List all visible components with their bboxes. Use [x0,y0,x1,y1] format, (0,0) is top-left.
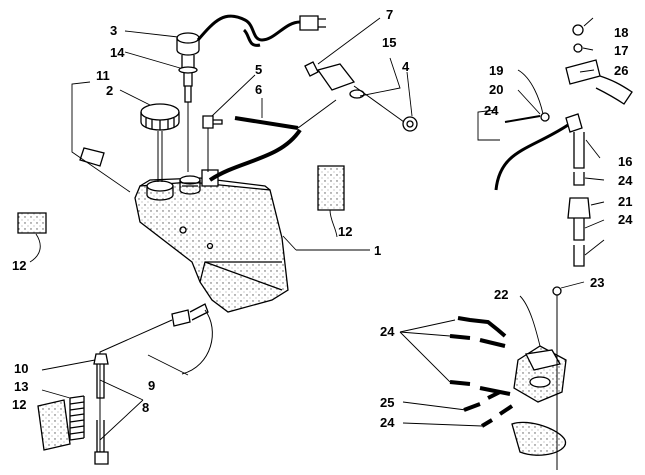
callout-14: 14 [110,45,125,60]
decal-12-left [17,212,47,234]
callout-17: 17 [614,43,629,58]
callout-5: 5 [255,62,263,77]
outlet-fitting [171,303,209,327]
callout-24-upper: 24 [484,103,499,118]
callout-8: 8 [142,400,150,415]
callout-25: 25 [380,395,395,410]
callout-24-right-1: 24 [618,173,633,188]
check-valve [304,61,418,132]
shutoff-valve [504,24,633,267]
shutoff-hose [494,123,569,191]
callout-21: 21 [618,194,633,209]
callout-20: 20 [489,82,504,97]
callout-1: 1 [374,243,382,258]
callout-18: 18 [614,25,629,40]
filler-neck [146,180,174,201]
callout-3: 3 [110,23,118,38]
callout-22: 22 [494,287,509,302]
vent-hose [208,128,302,182]
vent-tube [234,116,299,130]
threaded-neck [179,175,201,195]
callout-6: 6 [255,82,263,97]
callout-24-right-2: 24 [618,212,633,227]
pump-bracket [511,421,567,456]
callout-19: 19 [489,63,504,78]
callout-10: 10 [14,361,29,376]
callout-15: 15 [382,35,397,50]
callout-16: 16 [618,154,633,169]
callout-24-pump: 24 [380,324,395,339]
fuel-cap [140,103,180,131]
fuel-sender [176,32,200,103]
callout-7: 7 [386,7,394,22]
callout-23: 23 [590,275,605,290]
callout-12-right: 12 [338,224,353,239]
decal-12-right [317,165,345,211]
callout-24-bottom: 24 [380,415,395,430]
fuel-tank [134,177,289,313]
fuel-pump [513,345,567,403]
spring [69,395,85,441]
leader-lines [29,17,605,441]
callout-26: 26 [614,63,629,78]
callout-13: 13 [14,379,29,394]
decal-12-bottom [37,399,71,451]
vent-elbow [202,115,223,129]
callout-9: 9 [148,378,156,393]
callout-2: 2 [106,83,114,98]
fuel-line [93,353,109,465]
callout-11: 11 [96,68,110,83]
callout-4: 4 [402,59,410,74]
callout-12-left: 12 [12,258,27,273]
decal-11 [79,147,105,167]
pump-mount-nut [552,286,562,296]
callout-12-bottom: 12 [12,397,27,412]
